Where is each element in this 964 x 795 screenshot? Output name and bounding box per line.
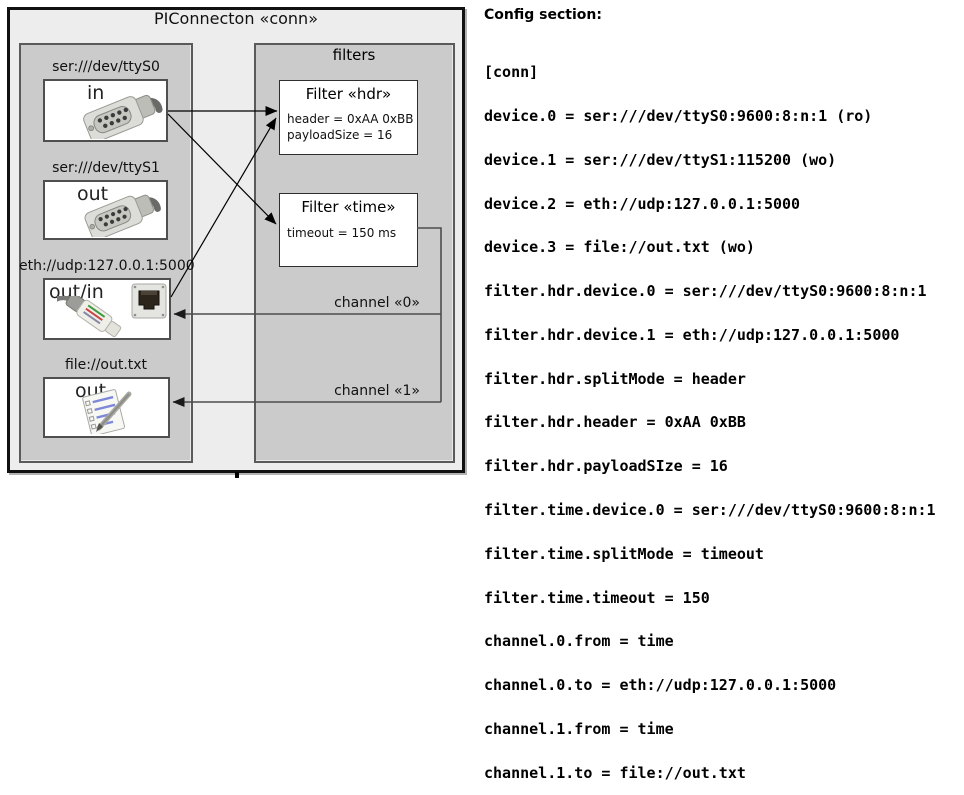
device-direction-label: in: [87, 82, 105, 104]
device-box-ser0: in: [43, 79, 168, 142]
pen-icon: [96, 391, 132, 432]
device-box-eth: out/in: [43, 278, 171, 340]
config-line: [conn]: [484, 63, 539, 82]
ethernet-port-icon: [131, 283, 167, 319]
config-line: channel.0.to = eth://udp:127.0.0.1:5000: [484, 676, 837, 695]
filter-box-time: Filter «time» timeout = 150 ms: [279, 193, 418, 267]
config-line: filter.hdr.device.0 = ser:///dev/ttyS0:9…: [484, 282, 927, 301]
filter-title: Filter «hdr»: [305, 85, 392, 103]
device-box-ser1: out: [43, 180, 168, 240]
filter-attribute: payloadSize = 16: [287, 128, 393, 142]
config-section: [conn] device.0 = ser:///dev/ttyS0:9600:…: [484, 36, 962, 795]
config-line: filter.time.splitMode = timeout: [484, 544, 764, 563]
serial-connector-icon: [83, 94, 163, 139]
config-line: device.3 = file://out.txt (wo): [484, 238, 755, 257]
border-tick: [235, 472, 239, 478]
config-line: channel.1.to = file://out.txt: [484, 763, 746, 782]
config-line: device.0 = ser:///dev/ttyS0:9600:8:n:1 (…: [484, 106, 873, 125]
config-line: channel.1.from = time: [484, 719, 674, 738]
config-line: channel.0.from = time: [484, 632, 674, 651]
config-line: filter.hdr.splitMode = header: [484, 369, 746, 388]
channel-1-label: channel «1»: [334, 383, 420, 399]
device-uri-label-ser1: ser:///dev/ttyS1: [52, 160, 160, 176]
config-line: filter.hdr.device.1 = eth://udp:127.0.0.…: [484, 325, 900, 344]
device-direction-label: out: [77, 183, 109, 205]
ethernet-cable-icon: [57, 296, 122, 338]
filters-group-label: filters: [332, 46, 376, 64]
config-line: filter.hdr.header = 0xAA 0xBB: [484, 413, 746, 432]
config-heading: Config section:: [484, 7, 602, 23]
device-box-file: out: [43, 377, 170, 438]
diagram-title: PIConnecton «conn»: [154, 9, 318, 28]
config-line: filter.time.timeout = 150: [484, 588, 710, 607]
config-line: filter.hdr.payloadSIze = 16: [484, 457, 728, 476]
config-line: device.1 = ser:///dev/ttyS1:115200 (wo): [484, 150, 837, 169]
device-uri-label-file: file://out.txt: [64, 357, 148, 373]
device-uri-label-eth: eth://udp:127.0.0.1:5000: [19, 258, 195, 274]
config-line: device.2 = eth://udp:127.0.0.1:5000: [484, 194, 801, 213]
filter-attribute: header = 0xAA 0xBB: [287, 112, 414, 126]
filter-box-hdr: Filter «hdr» header = 0xAA 0xBB payloadS…: [279, 80, 418, 155]
channel-0-label: channel «0»: [334, 295, 420, 311]
filter-attribute: timeout = 150 ms: [287, 226, 397, 240]
device-uri-label-ser0: ser:///dev/ttyS0: [52, 59, 160, 75]
filter-title: Filter «time»: [301, 198, 396, 216]
notepad-icon: [82, 389, 132, 434]
config-line: filter.time.device.0 = ser:///dev/ttyS0:…: [484, 501, 936, 519]
serial-connector-icon: [84, 194, 161, 237]
